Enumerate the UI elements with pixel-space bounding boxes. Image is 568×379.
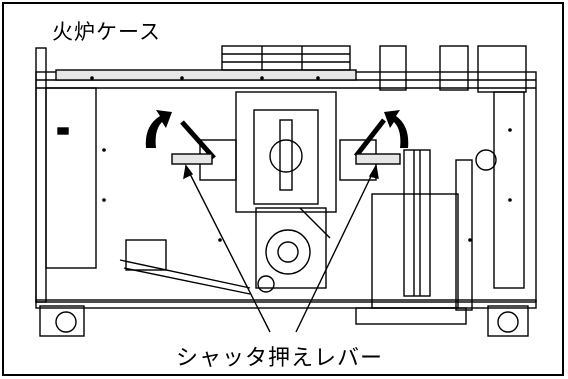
left-post (35, 47, 47, 303)
right-rotation-arrow-icon (384, 110, 409, 148)
leader-line-right (295, 165, 377, 333)
right-drum (371, 193, 459, 309)
furnace-case-label: 火炉ケース (52, 16, 161, 46)
lower-duct (255, 207, 327, 289)
right-duct (379, 45, 407, 91)
motor (125, 239, 167, 271)
leader-line-left (185, 165, 271, 333)
left-wheel (55, 311, 77, 333)
shutter-lever-label: シャッタ押えレバー (172, 340, 388, 372)
base-rail (35, 299, 537, 309)
left-lever-handle (171, 153, 213, 165)
left-panel (45, 87, 97, 269)
top-vent (221, 45, 351, 71)
left-rotation-arrow-icon (145, 110, 172, 148)
right-wheel (497, 311, 519, 333)
center-wheel (269, 139, 303, 173)
machine-outline (35, 71, 537, 303)
right-lever-handle (355, 153, 401, 165)
